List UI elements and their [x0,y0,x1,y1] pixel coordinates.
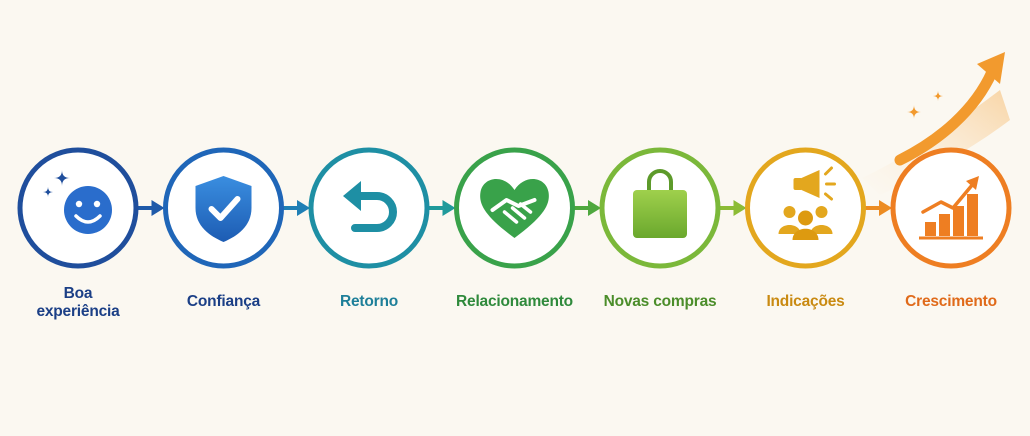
step-ring [308,147,430,269]
step-1 [17,147,139,269]
steps [17,147,1012,269]
step-5 [599,147,721,269]
growth-chart-icon [919,176,983,240]
step-label: Novas compras [603,293,717,310]
step-label: Boa experiência [36,285,120,320]
step-label: Relacionamento [456,293,573,310]
return-arrow-icon [343,181,397,232]
step-2 [163,147,284,269]
step-ring [745,147,866,269]
step-7 [890,147,1012,269]
smile-sparkle-icon [43,170,112,234]
step-label: Indicações [766,293,845,310]
step-label: Crescimento [905,293,997,310]
step-label: Retorno [339,293,398,310]
connector-arrow [572,200,601,216]
connector-arrow [136,200,165,216]
growth-arrow-icon [894,66,998,166]
handshake-heart-icon [480,178,549,238]
connector-arrow [718,200,747,216]
shopping-bag-icon [633,169,687,238]
megaphone-people-icon [778,166,836,240]
step-3 [308,147,430,269]
connector-arrow [863,200,892,216]
connectors [136,200,892,216]
connector-arrow [427,200,456,216]
step-label: Confiança [186,293,261,310]
connector-arrow [281,200,310,216]
shield-check-icon [195,176,252,242]
growth-arrow-head [977,52,1005,84]
step-4 [454,147,575,269]
sparkle-icon [907,91,943,119]
step-6 [745,147,866,269]
